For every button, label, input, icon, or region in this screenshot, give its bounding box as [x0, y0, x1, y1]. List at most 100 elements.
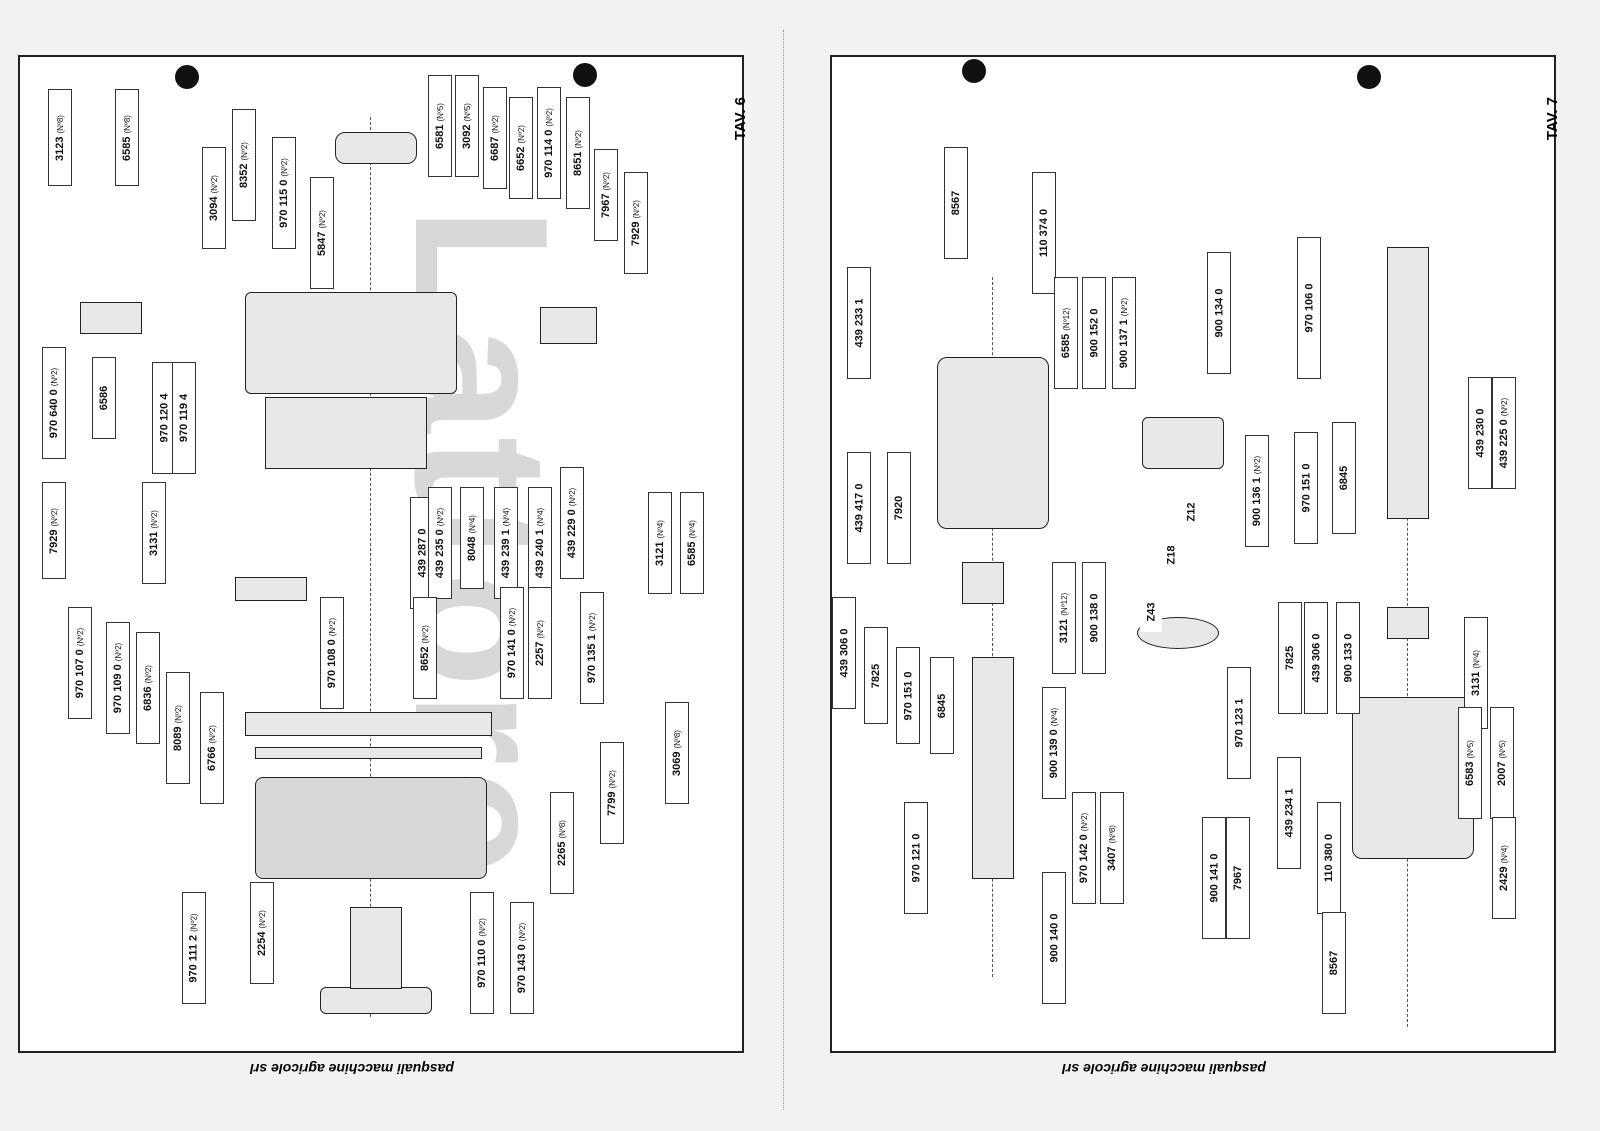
part-code: 2429	[1498, 866, 1510, 891]
gearbox-housing-middle	[265, 397, 427, 469]
part-code: 900 141 0	[1208, 853, 1220, 903]
part-label: 900 139 0(Nº4)	[1042, 687, 1066, 799]
cardan-shaft-left	[972, 657, 1014, 879]
part-code: 7929	[48, 529, 60, 554]
shaft-bushing	[80, 302, 142, 334]
part-label: 6585(Nº4)	[680, 492, 704, 594]
part-code: 2007	[1496, 761, 1508, 786]
part-code: 2254	[256, 931, 268, 956]
part-quantity: (Nº5)	[463, 103, 472, 122]
part-code: 3121	[1058, 618, 1071, 644]
part-label: 439 233 1	[847, 267, 871, 379]
part-label: 970 151 0	[896, 647, 920, 744]
part-code: 3094	[208, 196, 220, 221]
part-quantity: (Nº2)	[144, 665, 153, 684]
part-label: 970 114 0(Nº2)	[537, 87, 561, 199]
part-label: 7920	[887, 452, 911, 564]
part-code: 6845	[936, 693, 949, 718]
gearbox-housing-right	[1352, 697, 1474, 859]
assembly-axis	[370, 117, 371, 1017]
part-quantity: (Nº2)	[114, 642, 124, 662]
spindle	[350, 907, 402, 989]
shaft-bushing-right	[540, 307, 597, 344]
part-code: 6586	[98, 385, 111, 411]
part-label: 110 374 0	[1032, 172, 1056, 294]
flange-bar	[245, 712, 492, 736]
part-quantity: (Nº8)	[123, 114, 132, 133]
part-code: 3131	[148, 531, 160, 556]
part-quantity: (Nº8)	[673, 730, 682, 749]
part-code: 970 109 0	[112, 664, 125, 714]
part-code: 970 640 0	[48, 389, 61, 439]
base-hub	[320, 987, 432, 1014]
part-code: 900 136 1	[1251, 477, 1264, 527]
part-code: 7967	[600, 193, 612, 218]
part-quantity: (Nº2)	[588, 612, 598, 632]
part-label: 900 138 0	[1082, 562, 1106, 674]
part-quantity: (Nº2)	[190, 913, 199, 932]
part-label: 2429(Nº4)	[1492, 817, 1516, 919]
gearbox-housing-top	[245, 292, 457, 394]
gear-mark-z12: Z12	[1180, 492, 1202, 532]
part-label: 7825	[1278, 602, 1302, 714]
part-code: 439 230 0	[1474, 408, 1486, 458]
part-quantity: (Nº2)	[602, 172, 611, 191]
part-quantity: (Nº8)	[558, 820, 567, 839]
part-label: 970 135 1(Nº2)	[580, 592, 604, 704]
part-code: 900 152 0	[1088, 308, 1100, 358]
part-label: 439 417 0	[847, 452, 871, 564]
part-code: 970 120 4	[158, 393, 170, 443]
part-label: 8352(Nº2)	[232, 109, 256, 221]
part-code: 5847	[316, 231, 328, 256]
part-code: 3092	[461, 124, 473, 149]
part-quantity: (Nº2)	[208, 725, 217, 744]
part-code: 8048	[466, 536, 478, 561]
part-quantity: (Nº4)	[1472, 650, 1481, 669]
part-quantity: (Nº2)	[518, 922, 528, 942]
part-label: 970 107 0(Nº2)	[68, 607, 92, 719]
part-quantity: (Nº2)	[50, 507, 59, 526]
cardan-shaft-right	[1387, 247, 1429, 519]
part-quantity: (Nº4)	[536, 507, 546, 527]
part-code: 7825	[1284, 645, 1297, 671]
part-code: 970 115 0	[278, 179, 291, 228]
punch-hole	[1357, 65, 1381, 89]
part-label: 439 235 0 (Nº2)	[428, 487, 452, 599]
part-code: 439 229 0	[566, 509, 579, 559]
part-quantity: (Nº2)	[536, 620, 545, 639]
part-code: 970 121 0	[910, 833, 922, 883]
part-quantity: (Nº2)	[478, 918, 488, 937]
part-code: 7920	[893, 495, 906, 521]
part-code: 6845	[1338, 465, 1351, 491]
part-code: 110 380 0	[1323, 833, 1335, 883]
part-code: 8567	[950, 190, 963, 216]
cover-plate	[335, 132, 417, 164]
footer-brand: pasquali macchine agricole srl	[250, 1061, 454, 1077]
part-code: 439 306 0	[1310, 633, 1322, 683]
part-label: 7929(Nº2)	[624, 172, 648, 274]
part-quantity: (Nº2)	[608, 770, 617, 789]
part-quantity: (Nº2)	[436, 507, 446, 527]
part-quantity: (Nº2)	[210, 175, 219, 194]
part-label: 970 143 0(Nº2)	[510, 902, 534, 1014]
part-label: 3092 (Nº5)	[455, 75, 479, 177]
part-code: 6652	[515, 146, 527, 171]
part-code: 970 123 1	[1233, 698, 1245, 748]
part-code: 439 287 0	[416, 528, 428, 578]
part-label: 900 134 0	[1207, 252, 1231, 374]
part-code: 8651	[572, 151, 584, 176]
part-quantity: (Nº5)	[1498, 740, 1507, 759]
part-label: 8651(Nº2)	[566, 97, 590, 209]
part-code: 7967	[1232, 865, 1245, 891]
part-quantity: (Nº2)	[280, 158, 290, 177]
punch-hole	[175, 65, 199, 89]
part-code: 970 141 0	[506, 629, 519, 679]
part-code: 2257	[534, 641, 546, 666]
part-quantity: (Nº2)	[568, 487, 578, 507]
gear-mark-z18: Z18	[1160, 535, 1182, 575]
part-code: 439 235 0	[434, 529, 447, 579]
part-quantity: (Nº2)	[421, 625, 430, 644]
part-code: 7825	[870, 663, 883, 688]
bushing-right	[1387, 607, 1429, 639]
part-code: 439 233 1	[853, 298, 865, 348]
